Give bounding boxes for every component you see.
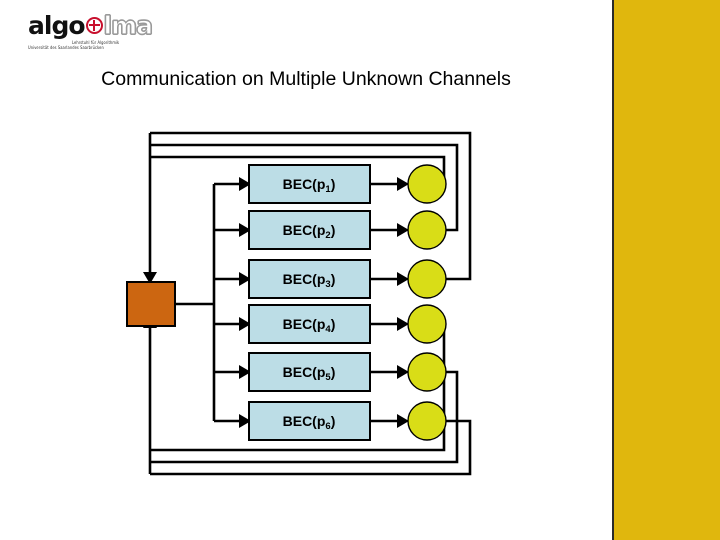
- channel-label-4: BEC(p4): [283, 316, 336, 335]
- feedback-rail-top-3: [150, 131, 472, 281]
- channel-label-2: BEC(p2): [283, 222, 336, 241]
- logo-wordmark: algo lma: [28, 10, 154, 40]
- arrowhead-to-channel-5: [239, 365, 251, 379]
- channel-row-5: BEC(p5): [214, 352, 447, 392]
- channel-box-6[interactable]: [248, 401, 371, 441]
- feedback-rail-top-2: [150, 143, 459, 232]
- arrowhead-to-channel-2: [239, 223, 251, 237]
- logo-subtitle-line-2: Universität des Saarlandes Saarbrücken: [28, 45, 104, 50]
- arrowhead-to-channel-4: [239, 317, 251, 331]
- receiver-node-4[interactable]: [407, 304, 447, 344]
- arrowhead-into-source-top: [143, 272, 157, 284]
- arrowhead-to-channel-3: [239, 272, 251, 286]
- channel-row-1: BEC(p1): [214, 164, 447, 204]
- arrowhead-to-receiver-1: [397, 177, 409, 191]
- feedback-rail-bottom-5: [150, 370, 459, 464]
- algolma-logo: algo lma Lehrstuhl für Algorithmik Unive…: [28, 10, 154, 58]
- source-node-box[interactable]: [126, 281, 176, 327]
- arrowhead-to-receiver-3: [397, 272, 409, 286]
- channel-label-5: BEC(p5): [283, 364, 336, 383]
- feedback-rails-top: [150, 131, 472, 281]
- channel-row-2: BEC(p2): [214, 210, 447, 250]
- arrowhead-to-receiver-5: [397, 365, 409, 379]
- channel-row-4: BEC(p4): [214, 304, 447, 344]
- arrowhead-to-channel-1: [239, 177, 251, 191]
- logo-subtitle: Lehrstuhl für Algorithmik Universität de…: [28, 40, 148, 50]
- feedback-rails-bottom: [150, 322, 472, 476]
- receiver-node-2[interactable]: [407, 210, 447, 250]
- logo-text-algo: algo: [28, 10, 86, 40]
- fanout-bus: [175, 184, 216, 421]
- logo-subtitle-line-1: Lehrstuhl für Algorithmik: [72, 40, 120, 45]
- channel-box-4[interactable]: [248, 304, 371, 344]
- circled-plus-icon: [85, 16, 103, 34]
- arrowhead-to-receiver-4: [397, 317, 409, 331]
- channel-row-3: BEC(p3): [214, 259, 447, 299]
- receiver-node-1[interactable]: [407, 164, 447, 204]
- page-title: Communication on Multiple Unknown Channe…: [101, 68, 511, 90]
- arrowhead-to-channel-6: [239, 414, 251, 428]
- right-accent-bar: [612, 0, 720, 540]
- arrowhead-to-receiver-2: [397, 223, 409, 237]
- channel-row-6: BEC(p6): [214, 401, 447, 441]
- logo-text-lma: lma: [103, 10, 154, 40]
- receiver-node-3[interactable]: [407, 259, 447, 299]
- channel-box-3[interactable]: [248, 259, 371, 299]
- arrowhead-to-receiver-6: [397, 414, 409, 428]
- channel-box-1[interactable]: [248, 164, 371, 204]
- receiver-node-6[interactable]: [407, 401, 447, 441]
- channel-label-6: BEC(p6): [283, 413, 336, 432]
- channel-label-3: BEC(p3): [283, 271, 336, 290]
- receiver-node-5[interactable]: [407, 352, 447, 392]
- channel-label-1: BEC(p1): [283, 176, 336, 195]
- channel-diagram: BEC(p1) BEC(p2) BEC(p3) BEC(p4) BEC(: [126, 131, 472, 476]
